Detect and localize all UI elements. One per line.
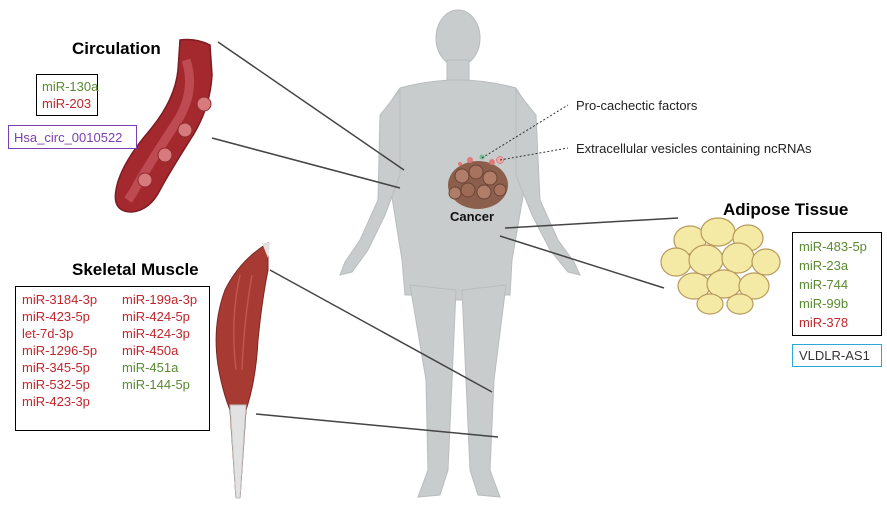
- extracellular-vesicles-label: Extracellular vesicles containing ncRNAs: [576, 141, 812, 156]
- circrna-box: Hsa_circ_0010522: [8, 125, 137, 149]
- mirna-item: miR-424-5p: [122, 308, 197, 325]
- mirna-item: miR-203: [42, 95, 92, 112]
- muscle-mirna-col1: miR-3184-3p miR-423-5p let-7d-3p miR-129…: [22, 291, 97, 410]
- mirna-item: miR-1296-5p: [22, 342, 97, 359]
- mirna-item: miR-99b: [799, 294, 875, 313]
- mirna-item: miR-345-5p: [22, 359, 97, 376]
- adipose-mirna-box: miR-483-5p miR-23a miR-744 miR-99b miR-3…: [792, 232, 882, 336]
- mirna-item: miR-199a-3p: [122, 291, 197, 308]
- pro-cachectic-factors-label: Pro-cachectic factors: [576, 98, 697, 113]
- adipose-illustration: [661, 218, 780, 314]
- skeletal-muscle-mirna-box: miR-3184-3p miR-423-5p let-7d-3p miR-129…: [15, 286, 210, 431]
- mirna-item: miR-423-3p: [22, 393, 97, 410]
- lncrna-box: VLDLR-AS1: [792, 344, 882, 367]
- muscle-illustration: [216, 243, 270, 498]
- mirna-item: miR-3184-3p: [22, 291, 97, 308]
- skeletal-muscle-title: Skeletal Muscle: [72, 260, 199, 280]
- muscle-mirna-col2: miR-199a-3p miR-424-5p miR-424-3p miR-45…: [122, 291, 197, 393]
- mirna-item: miR-424-3p: [122, 325, 197, 342]
- circulation-title: Circulation: [72, 39, 161, 59]
- mirna-item: miR-130a: [42, 78, 92, 95]
- circrna-item: Hsa_circ_0010522: [14, 129, 131, 146]
- mirna-item: miR-423-5p: [22, 308, 97, 325]
- circulation-mirna-box: miR-130a miR-203: [36, 74, 98, 116]
- lncrna-item: VLDLR-AS1: [799, 347, 875, 364]
- mirna-item: let-7d-3p: [22, 325, 97, 342]
- adipose-tissue-title: Adipose Tissue: [723, 200, 848, 220]
- mirna-item: miR-144-5p: [122, 376, 197, 393]
- mirna-item: miR-451a: [122, 359, 197, 376]
- mirna-item: miR-378: [799, 313, 875, 332]
- mirna-item: miR-483-5p: [799, 237, 875, 256]
- mirna-item: miR-450a: [122, 342, 197, 359]
- mirna-item: miR-532-5p: [22, 376, 97, 393]
- mirna-item: miR-23a: [799, 256, 875, 275]
- mirna-item: miR-744: [799, 275, 875, 294]
- cancer-label: Cancer: [450, 209, 494, 224]
- human-body-silhouette: [340, 10, 580, 497]
